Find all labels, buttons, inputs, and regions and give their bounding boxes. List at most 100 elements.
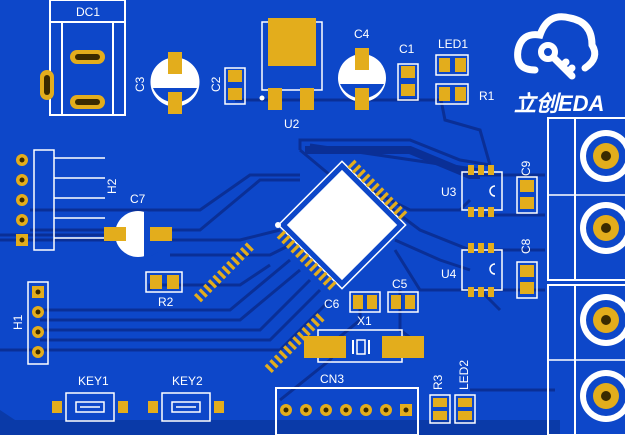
c3-capacitor bbox=[150, 52, 200, 114]
h1-header bbox=[27, 281, 49, 365]
label-u4: U4 bbox=[441, 267, 457, 281]
u1-pin bbox=[235, 251, 245, 261]
c8-capacitor bbox=[516, 261, 538, 299]
u1-pin bbox=[226, 260, 236, 271]
label-x1: X1 bbox=[357, 314, 372, 328]
c1-capacitor bbox=[397, 63, 419, 101]
label-h2: H2 bbox=[105, 178, 119, 194]
u1-pin bbox=[285, 239, 296, 249]
u1-pin bbox=[278, 349, 288, 360]
u2-regulator bbox=[259, 18, 323, 110]
u1-pin bbox=[306, 322, 316, 332]
label-r2: R2 bbox=[158, 295, 174, 309]
u1-pin bbox=[212, 274, 222, 284]
label-r1: R1 bbox=[479, 89, 495, 103]
u1-pin bbox=[221, 265, 231, 275]
u1-pin bbox=[193, 292, 204, 303]
u1-pin bbox=[388, 201, 399, 211]
u1-pin bbox=[301, 326, 311, 337]
label-key2: KEY2 bbox=[172, 374, 203, 388]
c2-capacitor bbox=[224, 67, 246, 105]
c7-capacitor bbox=[104, 211, 172, 257]
u1-pin bbox=[347, 159, 357, 170]
c9-capacitor bbox=[516, 176, 538, 214]
u1-pin1-marker bbox=[275, 222, 281, 228]
u1-pin bbox=[287, 340, 298, 351]
cn3-connector bbox=[275, 387, 419, 435]
c5-capacitor bbox=[387, 291, 419, 313]
led2 bbox=[454, 394, 476, 424]
u1-pin bbox=[304, 257, 314, 268]
label-led1: LED1 bbox=[438, 37, 469, 51]
c4-capacitor bbox=[338, 48, 386, 110]
u1-pin bbox=[351, 164, 362, 174]
label-c2: C2 bbox=[209, 76, 223, 92]
lceda-logo-text: 立创EDA bbox=[514, 91, 605, 116]
u1-pin bbox=[264, 363, 275, 374]
u1-pin bbox=[313, 267, 323, 277]
u1-pin bbox=[269, 359, 279, 369]
h2-header bbox=[16, 149, 105, 251]
u1-pin bbox=[292, 336, 302, 346]
u1-pin bbox=[370, 182, 380, 193]
r1-resistor bbox=[435, 83, 469, 105]
u1-pin bbox=[273, 354, 284, 364]
x1-crystal bbox=[304, 329, 424, 363]
key2-switch bbox=[148, 392, 224, 422]
u1-pin bbox=[203, 283, 213, 294]
u1-pin bbox=[384, 196, 394, 206]
u1-pin bbox=[327, 280, 337, 291]
label-c6: C6 bbox=[324, 297, 340, 311]
label-c7: C7 bbox=[130, 192, 146, 206]
label-c3: C3 bbox=[133, 76, 147, 92]
u1-pin bbox=[318, 271, 328, 282]
u1-pin bbox=[393, 205, 403, 216]
u1-pin bbox=[374, 187, 385, 197]
u1-pin bbox=[290, 244, 300, 254]
u1-pin bbox=[198, 288, 208, 298]
label-u3: U3 bbox=[441, 185, 457, 199]
u1-pin bbox=[296, 331, 307, 341]
u1-pin bbox=[276, 230, 287, 240]
u1-pin bbox=[299, 253, 310, 263]
u1-pin bbox=[365, 178, 376, 188]
u1-pin bbox=[361, 173, 371, 183]
u1-pin bbox=[308, 262, 319, 272]
r2-resistor bbox=[145, 271, 183, 293]
u1-pin bbox=[216, 269, 227, 280]
label-dc1: DC1 bbox=[76, 5, 101, 19]
label-c1: C1 bbox=[399, 42, 415, 56]
board-edge-shade bbox=[0, 410, 560, 435]
u1-pin bbox=[397, 210, 408, 220]
label-cn3: CN3 bbox=[320, 372, 345, 386]
u1-pin bbox=[239, 247, 250, 257]
label-h1: H1 bbox=[11, 314, 25, 330]
label-led2: LED2 bbox=[457, 359, 471, 390]
u1-pin bbox=[230, 256, 241, 266]
label-key1: KEY1 bbox=[78, 374, 109, 388]
u1-pin bbox=[315, 313, 325, 323]
label-c4: C4 bbox=[354, 27, 370, 41]
label-c9: C9 bbox=[519, 160, 533, 176]
c6-capacitor bbox=[349, 291, 381, 313]
u1-microcontroller bbox=[193, 159, 408, 374]
u1-pin bbox=[379, 191, 389, 202]
u1-pin bbox=[356, 168, 366, 179]
label-r3: R3 bbox=[431, 374, 445, 390]
power-trace bbox=[305, 146, 480, 179]
u1-pin bbox=[295, 248, 305, 259]
u1-pin bbox=[207, 279, 218, 289]
u1-pin bbox=[244, 242, 254, 252]
u1-pin bbox=[283, 345, 293, 355]
u3-chip bbox=[461, 165, 503, 217]
led1 bbox=[435, 54, 469, 76]
terminal-blocks bbox=[547, 117, 625, 435]
u1-pin bbox=[281, 234, 291, 245]
label-c8: C8 bbox=[519, 238, 533, 254]
u4-chip bbox=[461, 243, 503, 297]
u1-pin bbox=[322, 276, 333, 286]
dc1-jack bbox=[40, 0, 126, 116]
label-u2: U2 bbox=[284, 117, 300, 131]
